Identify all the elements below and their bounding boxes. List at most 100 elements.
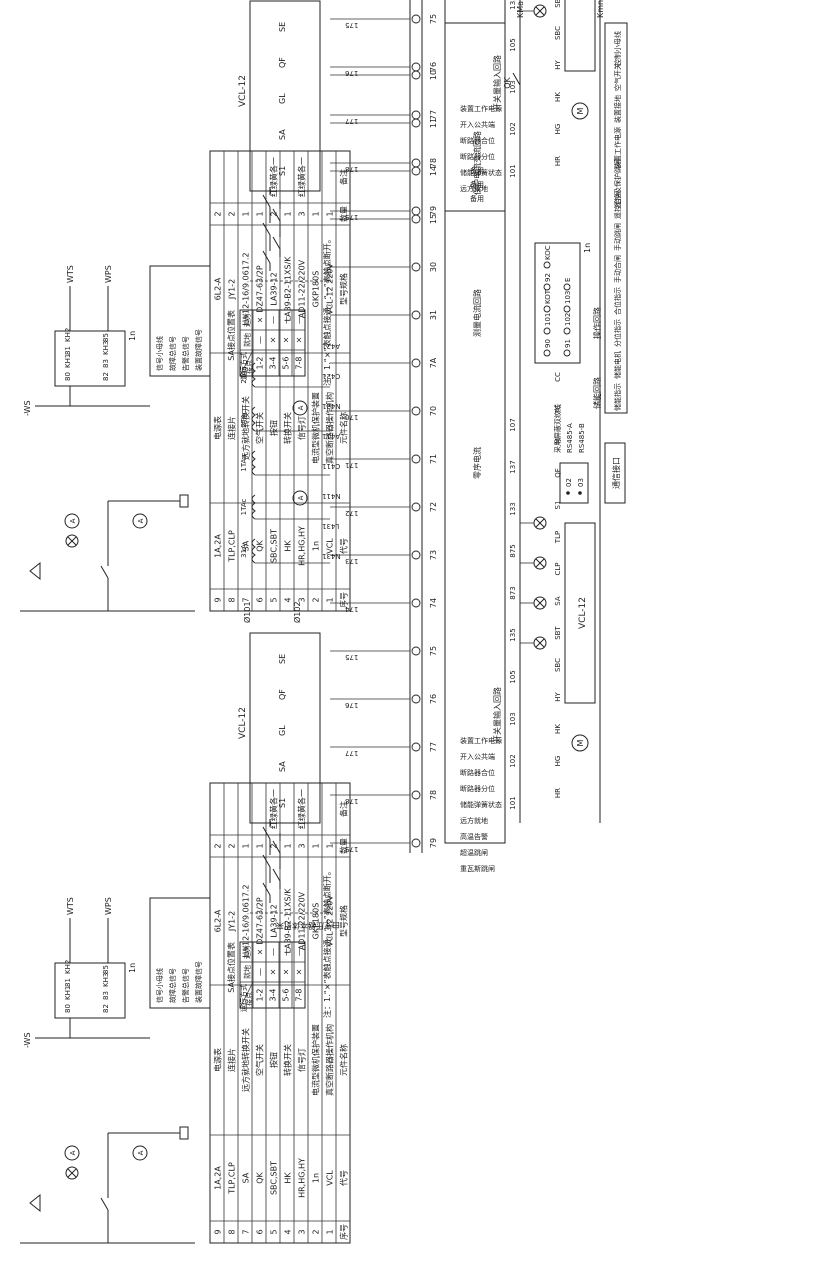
parts-table-cell: 红绿黄各一 — [297, 789, 307, 829]
sa-table-cell: — — [269, 316, 278, 324]
spare-label: 备用 — [470, 180, 484, 189]
motor-label: M — [576, 107, 585, 114]
sa-table-cell: 1-2 — [256, 988, 265, 1001]
parts-table-cell: 3 — [298, 843, 307, 848]
comm-pin — [566, 491, 570, 495]
ct-symbol-icon: A — [64, 1145, 80, 1161]
signal-function-label: 信号小母线 — [155, 336, 164, 371]
input-label: 高温告警 — [460, 832, 488, 841]
input-switch-icon — [262, 875, 271, 903]
node-label: 173 — [345, 557, 358, 565]
terminal-point — [411, 166, 421, 176]
node-label: 174 — [344, 605, 358, 613]
device-pin — [543, 261, 551, 269]
parts-table-cell: 3 — [298, 597, 307, 602]
parts-table-header: 数量 — [339, 206, 349, 222]
parts-table-cell: 空气开关 — [255, 1044, 265, 1076]
signal-device-box — [54, 330, 126, 387]
contact-blade — [100, 565, 109, 579]
parts-table-cell: HK — [284, 540, 293, 552]
input-label: 远方就地 — [460, 184, 488, 193]
parts-table-cell: 1 — [256, 211, 265, 216]
control-function-label: 装置接地 — [613, 95, 622, 123]
signal-contact-label: 83 — [102, 991, 110, 1000]
node-label: 172 — [345, 509, 358, 517]
meter-label: A411 — [322, 432, 340, 440]
contact-blade — [272, 236, 281, 250]
device-pin — [563, 283, 571, 291]
terminal-point — [411, 838, 421, 848]
control-item-label: TC — [554, 405, 562, 415]
terminal-point — [411, 646, 421, 656]
parts-table-cell: HK — [284, 1172, 293, 1184]
lamp-cross — [67, 1168, 77, 1178]
terminal-label: 74 — [429, 598, 438, 608]
vcl-contact-label: SA — [278, 761, 287, 772]
contact-blade — [262, 250, 271, 264]
parts-table-cell: 2 — [228, 211, 237, 216]
wps-label: WPS — [104, 265, 113, 283]
control-item-label: S1 — [554, 501, 562, 510]
protection-label-strip — [444, 0, 506, 212]
node-label: 179 — [345, 845, 358, 853]
spare-label: 备用 — [470, 194, 484, 203]
control-label-strip — [604, 22, 628, 414]
parts-table-cell: 2 — [312, 597, 321, 602]
terminal-point — [411, 310, 421, 320]
signal-lamp-icon — [533, 636, 547, 650]
parts-table-cell: LA39-12 — [270, 904, 279, 937]
sa-table-title: SA接点位置表 — [226, 310, 236, 361]
signal-function-label: 装置故障信号 — [194, 329, 203, 371]
signal-device-label: 1n — [128, 963, 137, 973]
parts-table-cell: VCL-12 220V — [326, 895, 335, 947]
arrester-icon — [29, 561, 41, 581]
signal-contact-label: KH3 — [102, 341, 110, 355]
sa-table-col-head: 远方 — [243, 945, 252, 959]
parts-table-cell: 2 — [270, 211, 279, 216]
parts-table-cell: 1 — [242, 211, 251, 216]
control-function-label: 遥控合闸 — [613, 191, 622, 219]
input-label: 储能弹簧状态 — [460, 168, 502, 177]
lamp-ring — [65, 1166, 79, 1180]
meter-label: C421 — [322, 372, 340, 380]
signal-contact-label: 80 — [64, 372, 72, 381]
storage-group-label: 储能回路 — [592, 377, 602, 409]
terminal-point — [411, 14, 421, 24]
parts-table-cell: 5 — [270, 597, 279, 602]
input-switch-icon — [272, 229, 281, 257]
contact-blade — [262, 826, 271, 840]
parts-table-cell: 信号灯 — [297, 416, 307, 440]
control-function-label: 控制小母线 — [613, 31, 622, 66]
sa-table-corner: 运行方式 — [239, 352, 248, 380]
sa-table-col-head: 就地 — [243, 333, 252, 347]
parts-table-cell: 3 — [298, 1229, 307, 1234]
control-item-label: QF — [554, 468, 562, 478]
node-label: 175 — [345, 21, 358, 29]
sa-table-cell: × — [256, 949, 265, 956]
lamp-cross — [535, 638, 545, 648]
parts-table-cell: 真空断路器操作机构 — [325, 392, 335, 464]
rs485b-label: RS485-B — [578, 423, 586, 453]
terminal-label: 11 — [429, 118, 438, 128]
terminal-point — [411, 358, 421, 368]
parts-table-cell: 6 — [256, 1229, 265, 1234]
wire-label: 873 — [509, 586, 517, 599]
vcl-coil-block — [564, 0, 596, 72]
ct-coil-icon — [251, 494, 256, 520]
terminal-point — [411, 262, 421, 272]
parts-table-cell: 1A,2A — [214, 1166, 223, 1190]
node-label: 171 — [345, 461, 358, 469]
wire-101-label: Ø101 — [242, 601, 252, 623]
wire-label: 102 — [509, 754, 517, 767]
control-item-label: SBT — [554, 0, 562, 8]
parts-table-cell: 空气开关 — [255, 412, 265, 444]
terminal-label: 7A — [429, 357, 438, 368]
signal-label-box — [149, 265, 211, 377]
parts-table-cell: 按钮 — [269, 1052, 279, 1068]
parts-table-cell: 电流型微机保护装置 — [311, 1024, 321, 1096]
control-vcl-label: VCL-12 — [578, 597, 588, 629]
control-item-label: SBT — [554, 626, 562, 640]
terminal-label: 78 — [429, 790, 438, 800]
